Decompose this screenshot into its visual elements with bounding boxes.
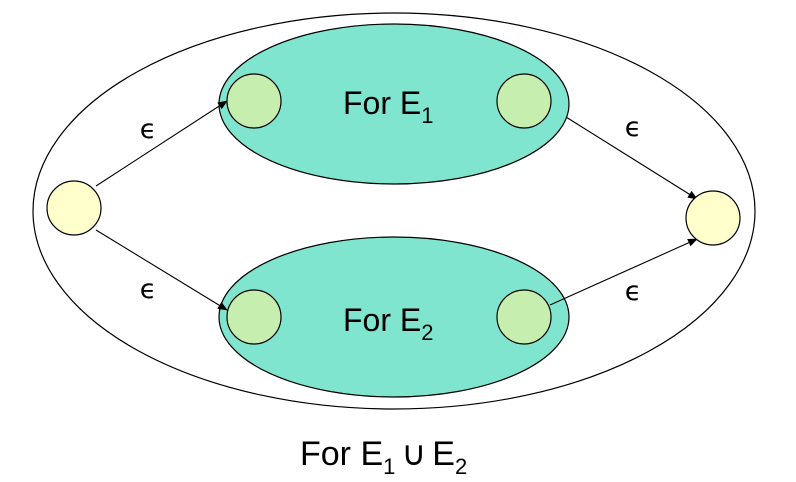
e1-start-state xyxy=(226,73,282,129)
caption-subscript-1: 1 xyxy=(383,454,395,479)
start-state xyxy=(46,180,102,236)
epsilon-arrow-start-to-e1 xyxy=(95,100,228,187)
caption-union-symbol: ∪ xyxy=(401,435,426,473)
epsilon-label-e1-to-final: ϵ xyxy=(625,112,642,143)
machine-e2-region xyxy=(218,236,570,398)
epsilon-label-start-to-e1: ϵ xyxy=(140,114,157,145)
epsilon-label-start-to-e2: ϵ xyxy=(140,274,157,305)
machine-e2-title-subscript: 2 xyxy=(421,320,433,345)
diagram-caption: For E1∪E2 xyxy=(300,435,467,479)
epsilon-arrow-e2-to-final xyxy=(549,238,698,306)
machine-e1-title-subscript: 1 xyxy=(421,103,433,128)
final-state xyxy=(685,190,741,246)
epsilon-arrow-start-to-e2 xyxy=(95,229,228,311)
machine-e1-title-text: For E xyxy=(343,85,421,121)
epsilon-label-e2-to-final: ϵ xyxy=(625,276,642,307)
machine-e2-title: For E2 xyxy=(343,302,433,345)
caption-text-part2: E xyxy=(432,435,455,473)
e2-start-state xyxy=(226,289,282,345)
caption-subscript-2: 2 xyxy=(455,454,467,479)
e2-final-state xyxy=(496,289,552,345)
epsilon-arrow-e1-to-final xyxy=(565,116,698,200)
e1-final-state xyxy=(496,73,552,129)
caption-text-part1: For E xyxy=(300,435,383,473)
outer-machine-boundary xyxy=(32,12,756,410)
machine-e1-title: For E1 xyxy=(343,85,433,128)
machine-e2-title-text: For E xyxy=(343,302,421,338)
